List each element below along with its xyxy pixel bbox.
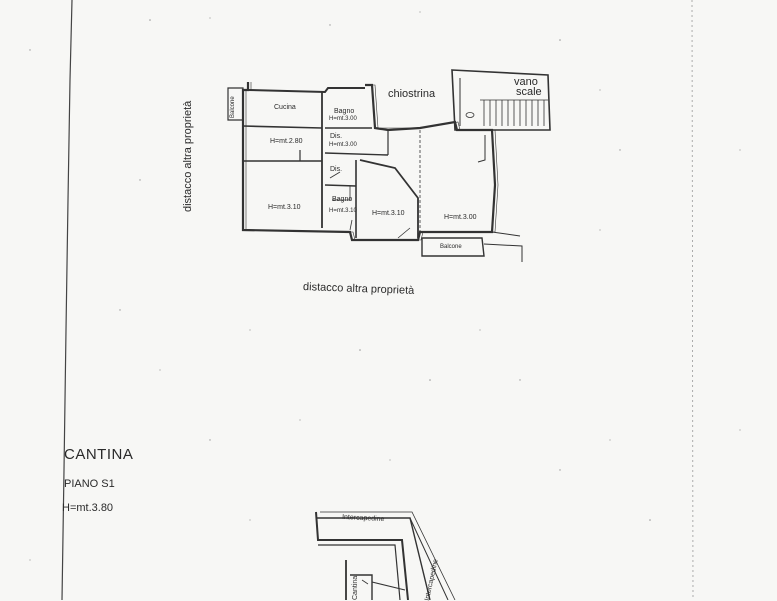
chiostrina-label: chiostrina <box>388 88 436 100</box>
cantina-room-label: Cantina <box>352 575 359 600</box>
scan-noise <box>29 11 741 561</box>
dis-1-label: Dis. <box>330 133 343 140</box>
bagno-1-label: Bagno <box>334 108 355 115</box>
left-margin-line <box>61 0 73 600</box>
apartment-plan <box>227 69 551 262</box>
right-margin-line <box>691 0 694 600</box>
distacco-left-label: distacco altra proprietà <box>182 100 194 212</box>
room-height-310-left: H=mt.3.10 <box>268 204 301 211</box>
bagno-2-height: H=mt.3.10 <box>329 208 357 214</box>
balcone-label: Balcone <box>440 244 462 250</box>
bagno-2-label: Bagno <box>332 196 353 203</box>
dis-2-label: Dis. <box>330 166 343 173</box>
cantina-height: H=mt.3.80 <box>62 502 114 514</box>
vano-label: vano <box>514 76 538 88</box>
balcone-left-label: Balcone <box>230 96 236 118</box>
cantina-plan <box>315 511 456 600</box>
cantina-piano: PIANO S1 <box>64 478 115 490</box>
cantina-title: CANTINA <box>64 446 134 463</box>
scale-label: scale <box>516 86 542 98</box>
room-height-310-mid: H=mt.3.10 <box>372 210 405 217</box>
bagno-1-height: H=mt.3.00 <box>329 116 357 122</box>
cucina-label: Cucina <box>274 104 296 111</box>
room-height-280: H=mt.2.80 <box>270 138 303 145</box>
dis-1-height: H=mt.3.00 <box>329 142 357 148</box>
room-height-300-right: H=mt.3.00 <box>444 214 477 221</box>
